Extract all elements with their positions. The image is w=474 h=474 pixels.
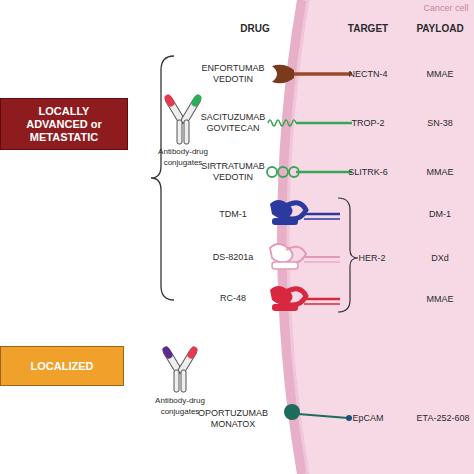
- diagram-label: EpCAM: [352, 413, 383, 424]
- diagram-label: DS-8201a: [213, 252, 254, 263]
- antibody-icon: [168, 98, 198, 144]
- stage-label: LOCALIZED: [31, 360, 94, 373]
- diagram-label: MMAE: [427, 167, 454, 178]
- her2-receptor: [270, 244, 340, 269]
- diagram-label: HER-2: [358, 253, 385, 264]
- trop2-receptor: [268, 120, 352, 126]
- nectin4-receptor: [272, 65, 352, 84]
- diagram-label: TDM-1: [219, 209, 247, 220]
- diagram-label: MMAE: [427, 294, 454, 305]
- column-header: Cancer cell: [423, 3, 468, 14]
- diagram-label: ENFORTUMAB VEDOTIN: [193, 63, 273, 85]
- diagram-label: MMAE: [427, 69, 454, 80]
- slitrk6-receptor: [267, 167, 352, 177]
- stage-box: LOCALLY ADVANCED or METASTATIC: [0, 98, 128, 150]
- diagram-label: DXd: [431, 253, 449, 264]
- diagram-label: SLITRK-6: [348, 167, 388, 178]
- target-bracket: [338, 198, 358, 312]
- antibody-icon: [166, 350, 194, 392]
- diagram-label: OPORTUZUMAB MONATOX: [191, 408, 275, 430]
- column-header: DRUG: [240, 23, 269, 34]
- diagram-label: NECTN-4: [348, 69, 387, 80]
- diagram-label: RC-48: [220, 293, 246, 304]
- diagram-label: SIRTRATUMAB VEDOTIN: [193, 161, 273, 183]
- column-header: PAYLOAD: [416, 23, 463, 34]
- her2-receptor: [270, 286, 340, 311]
- diagram-label: ETA-252-608: [417, 413, 470, 424]
- diagram-label: SN-38: [427, 118, 453, 129]
- stage-box: LOCALIZED: [0, 346, 124, 386]
- cancer-cell: [282, 0, 474, 474]
- diagram-label: TROP-2: [351, 118, 384, 129]
- diagram-label: DM-1: [429, 209, 451, 220]
- her2-receptor: [270, 200, 340, 225]
- epcam-receptor: [284, 404, 352, 421]
- column-header: TARGET: [348, 23, 388, 34]
- stage-label: LOCALLY ADVANCED or METASTATIC: [20, 105, 108, 144]
- group-brace: [151, 56, 174, 300]
- diagram-label: SACITUZUMAB GOVITECAN: [193, 112, 273, 134]
